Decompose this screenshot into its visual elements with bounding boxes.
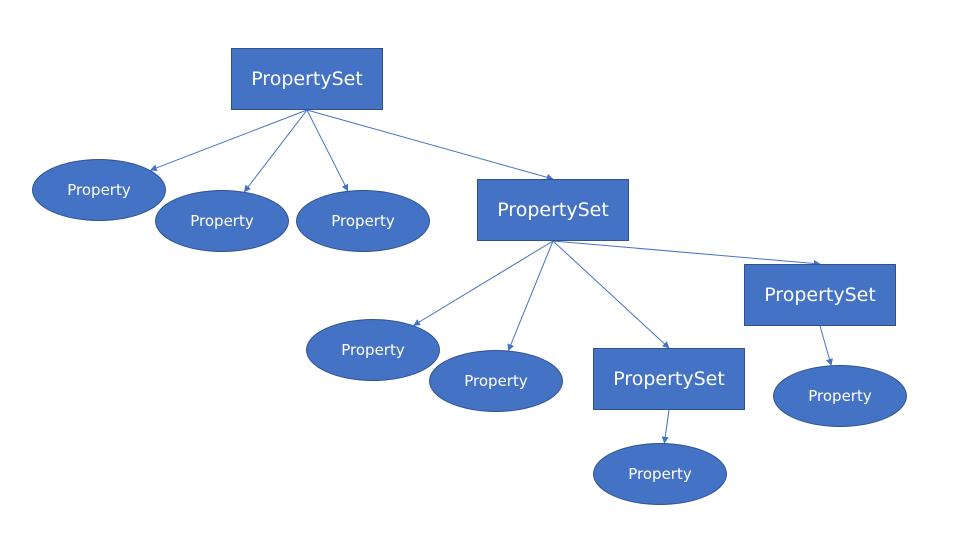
property-node-3: Property: [296, 190, 430, 252]
propertyset-node-2: PropertySet: [477, 179, 629, 241]
edge-arrow-set2-to-set3: [552, 240, 670, 349]
edge-arrow-set2-to-p4: [413, 240, 554, 326]
edge-arrow-set3-to-p6: [661, 409, 670, 444]
property-node-7: Property: [773, 365, 907, 427]
property-node-2: Property: [155, 190, 289, 252]
edge-arrow-root-set-to-p1: [149, 109, 308, 172]
propertyset-node-4: PropertySet: [744, 264, 896, 326]
propertyset-node-3: PropertySet: [593, 348, 745, 410]
property-node-6: Property: [593, 443, 727, 505]
property-node-5: Property: [429, 350, 563, 412]
edge-arrow-root-set-to-p2: [243, 109, 308, 193]
edge-arrow-set2-to-set4: [552, 240, 821, 267]
edge-arrow-root-set-to-set2: [306, 109, 554, 181]
property-node-4: Property: [306, 319, 440, 381]
edge-arrow-set2-to-p5: [507, 240, 554, 352]
edge-arrow-root-set-to-p3: [306, 109, 349, 192]
propertyset-node-root: PropertySet: [231, 48, 383, 110]
property-node-1: Property: [32, 159, 166, 221]
edge-arrow-set4-to-p7: [819, 325, 833, 366]
